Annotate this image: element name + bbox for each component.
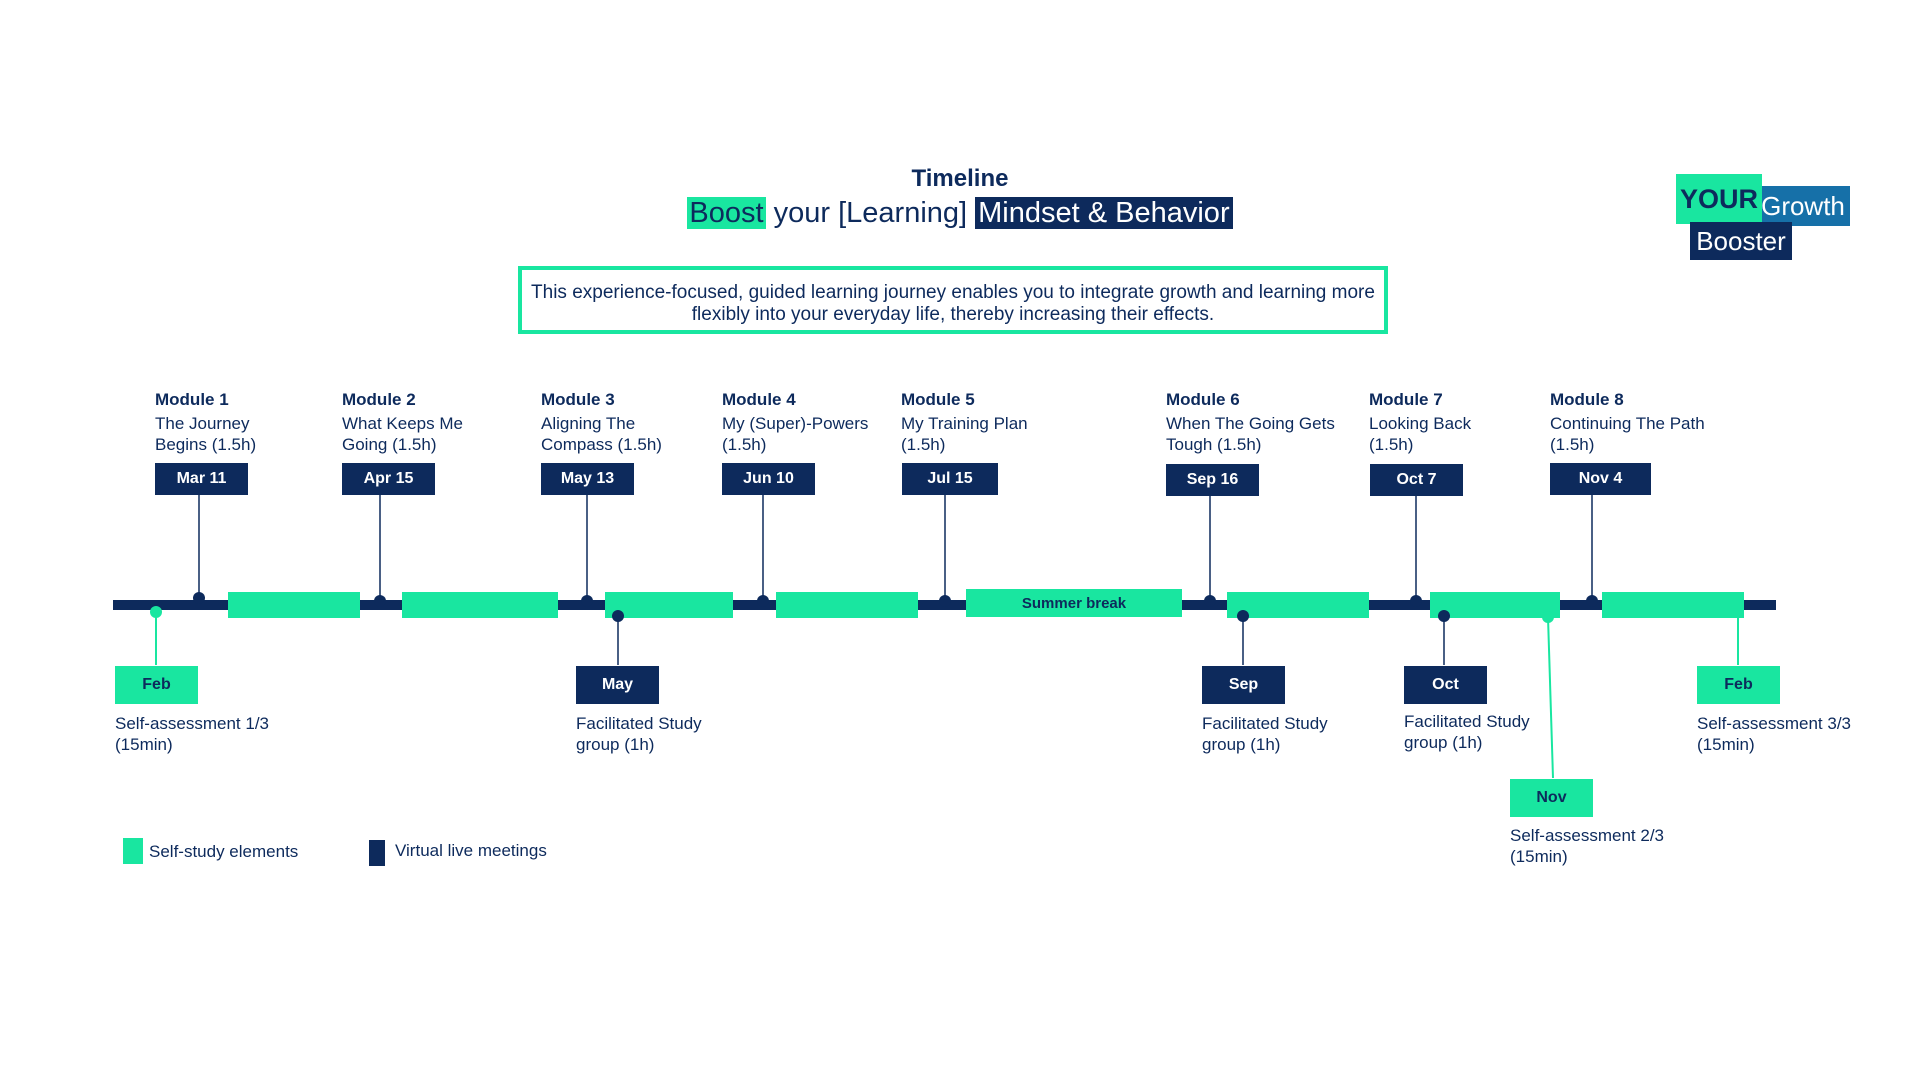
study-group-box: May (576, 666, 659, 704)
module-8: Module 8 Continuing The Path (1.5h) (1550, 390, 1705, 455)
module-title: Module 3 (541, 390, 615, 409)
module-subtitle: My Training Plan (1.5h) (901, 414, 1028, 454)
module-2: Module 2 What Keeps Me Going (1.5h) (342, 390, 463, 455)
self-assessment-dot (150, 606, 162, 618)
self-study-bar (228, 592, 360, 618)
module-dot (1586, 595, 1598, 607)
module-dot (1204, 595, 1216, 607)
module-title: Module 5 (901, 390, 975, 409)
self-assessment-box: Feb (1697, 666, 1780, 704)
module-subtitle: My (Super)-Powers (1.5h) (722, 414, 869, 454)
logo-growth: Growth (1756, 186, 1850, 226)
module-dot (1410, 595, 1422, 607)
self-assessment-label: Self-assessment 2/3 (15min) (1510, 826, 1665, 866)
self-assessment-box: Nov (1510, 779, 1593, 817)
self-study-bar (1227, 592, 1369, 618)
module-dot (374, 595, 386, 607)
module-subtitle: Looking Back (1.5h) (1369, 414, 1472, 454)
self-assessment-label: Self-assessment 3/3 (15min) (1697, 714, 1852, 754)
summer-break-label: Summer break (1021, 595, 1127, 612)
module-date-box: Jul 15 (902, 463, 998, 495)
self-assessment-label: Self-assessment 1/3 (15min) (115, 714, 270, 754)
module-title: Module 8 (1550, 390, 1624, 409)
module-title: Module 4 (722, 390, 796, 409)
legend-virtual-live-swatch (369, 840, 385, 866)
subtitle-boost: Boost (687, 197, 766, 229)
your-growth-booster-logo: Growth YOUR Booster (1676, 174, 1856, 262)
study-group-box: Oct (1404, 666, 1487, 704)
module-subtitle: The Journey Begins (1.5h) (155, 414, 257, 454)
module-5: Module 5 My Training Plan (1.5h) (901, 390, 1028, 455)
subtitle-middle: your [Learning] (765, 197, 976, 229)
module-subtitle: When The Going Gets Tough (1.5h) (1166, 414, 1335, 454)
module-dot (581, 595, 593, 607)
legend-self-study-label: Self-study elements (149, 842, 299, 861)
logo-your: YOUR (1676, 174, 1762, 224)
self-study-bar (605, 592, 733, 618)
module-title: Module 6 (1166, 390, 1240, 409)
module-title: Module 2 (342, 390, 416, 409)
module-dot (757, 595, 769, 607)
module-3: Module 3 Aligning The Compass (1.5h) (541, 390, 662, 455)
module-7: Module 7 Looking Back (1.5h) (1369, 390, 1471, 455)
module-date-box: Jun 10 (722, 463, 815, 495)
module-4: Module 4 My (Super)-Powers (1.5h) (722, 390, 868, 455)
module-subtitle: Aligning The Compass (1.5h) (541, 414, 662, 454)
module-title: Module 7 (1369, 390, 1443, 409)
summer-break-bar (966, 589, 1182, 617)
timeline-title: Timeline (911, 165, 1009, 192)
study-group-dot (612, 610, 624, 622)
module-subtitle: Continuing The Path (1.5h) (1550, 414, 1705, 454)
module-dot (193, 592, 205, 604)
module-6: Module 6 When The Going Gets Tough (1.5h… (1166, 390, 1335, 455)
description-box: This experience-focused, guided learning… (518, 266, 1388, 334)
study-group-label: Facilitated Study group (1h) (1404, 712, 1530, 752)
module-date-box: Mar 11 (155, 463, 248, 495)
module-date-box: May 13 (541, 463, 634, 495)
self-study-bar (402, 592, 558, 618)
legend-self-study-swatch (123, 838, 143, 864)
self-assessment-connector (1547, 616, 1554, 779)
module-date-box: Apr 15 (342, 463, 435, 495)
module-subtitle: What Keeps Me Going (1.5h) (342, 414, 463, 454)
module-1: Module 1 The Journey Begins (1.5h) (155, 390, 256, 455)
subtitle-mindset: Mindset & Behavior (975, 197, 1233, 229)
module-date-box: Oct 7 (1370, 464, 1463, 496)
self-study-bar (776, 592, 918, 618)
module-date-box: Sep 16 (1166, 464, 1259, 496)
module-title: Module 1 (155, 390, 229, 409)
study-group-dot (1237, 610, 1249, 622)
module-date-box: Nov 4 (1550, 463, 1651, 495)
self-assessment-box: Feb (115, 666, 198, 704)
study-group-label: Facilitated Study group (1h) (1202, 714, 1328, 754)
study-group-box: Sep (1202, 666, 1285, 704)
study-group-dot (1438, 610, 1450, 622)
module-dot (939, 595, 951, 607)
self-assessment-dot (1542, 611, 1554, 623)
self-study-bar (1602, 592, 1744, 618)
logo-booster: Booster (1690, 222, 1792, 260)
self-study-bar (1430, 592, 1560, 618)
study-group-label: Facilitated Study group (1h) (576, 714, 702, 754)
timeline-subtitle: Boost your [Learning] Mindset & Behavior (0, 196, 1920, 230)
legend-virtual-live-label: Virtual live meetings (395, 841, 547, 860)
